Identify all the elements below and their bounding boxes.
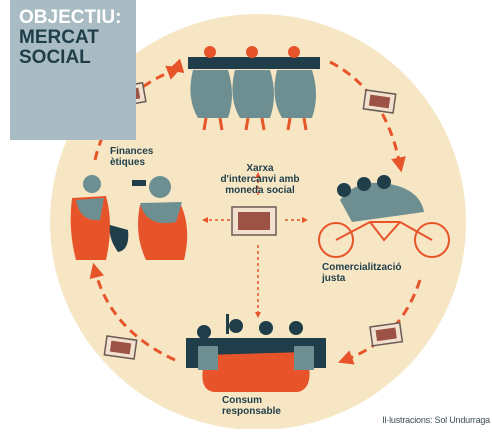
banknote-icon: [362, 89, 397, 114]
arrow-consum-to-finances: [89, 262, 176, 362]
title-line-2: MERCAT: [19, 27, 99, 48]
title-line-1: OBJECTIU:: [19, 7, 122, 28]
banknote-icon: [369, 321, 404, 347]
label-comercialitzacio-line-2: justa: [322, 273, 346, 284]
label-comercialitzacio: Comercialització justa: [322, 262, 401, 284]
label-xarxa: Xarxa d'intercanvi amb moneda social: [212, 163, 308, 196]
label-xarxa-line-3: moneda social: [225, 185, 295, 196]
label-finances-line-1: Finances: [110, 146, 154, 157]
workers-illustration: [188, 46, 320, 131]
label-consum-line-2: responsable: [222, 406, 281, 417]
tandem-bicycle-illustration: [318, 175, 450, 258]
label-comercialitzacio-line-1: Comercialització: [322, 262, 402, 273]
label-xarxa-line-2: d'intercanvi amb: [220, 174, 300, 185]
illustration-credit: Il·lustracions: Sol Undurraga: [382, 415, 490, 425]
title-box: [10, 0, 136, 140]
consumers-table-illustration: [186, 314, 326, 392]
title-line-3: SOCIAL: [19, 47, 91, 68]
label-consum-line-1: Consum: [222, 395, 262, 406]
banknote-icon: [231, 206, 277, 236]
finance-figures-illustration: [70, 175, 188, 260]
label-finances: Finances ètiques: [110, 146, 153, 168]
exchange-arrows: [202, 172, 308, 318]
label-xarxa-line-1: Xarxa: [246, 163, 274, 174]
label-finances-line-2: ètiques: [110, 157, 146, 168]
banknote-icon: [103, 335, 138, 360]
label-consum: Consum responsable: [222, 395, 281, 417]
